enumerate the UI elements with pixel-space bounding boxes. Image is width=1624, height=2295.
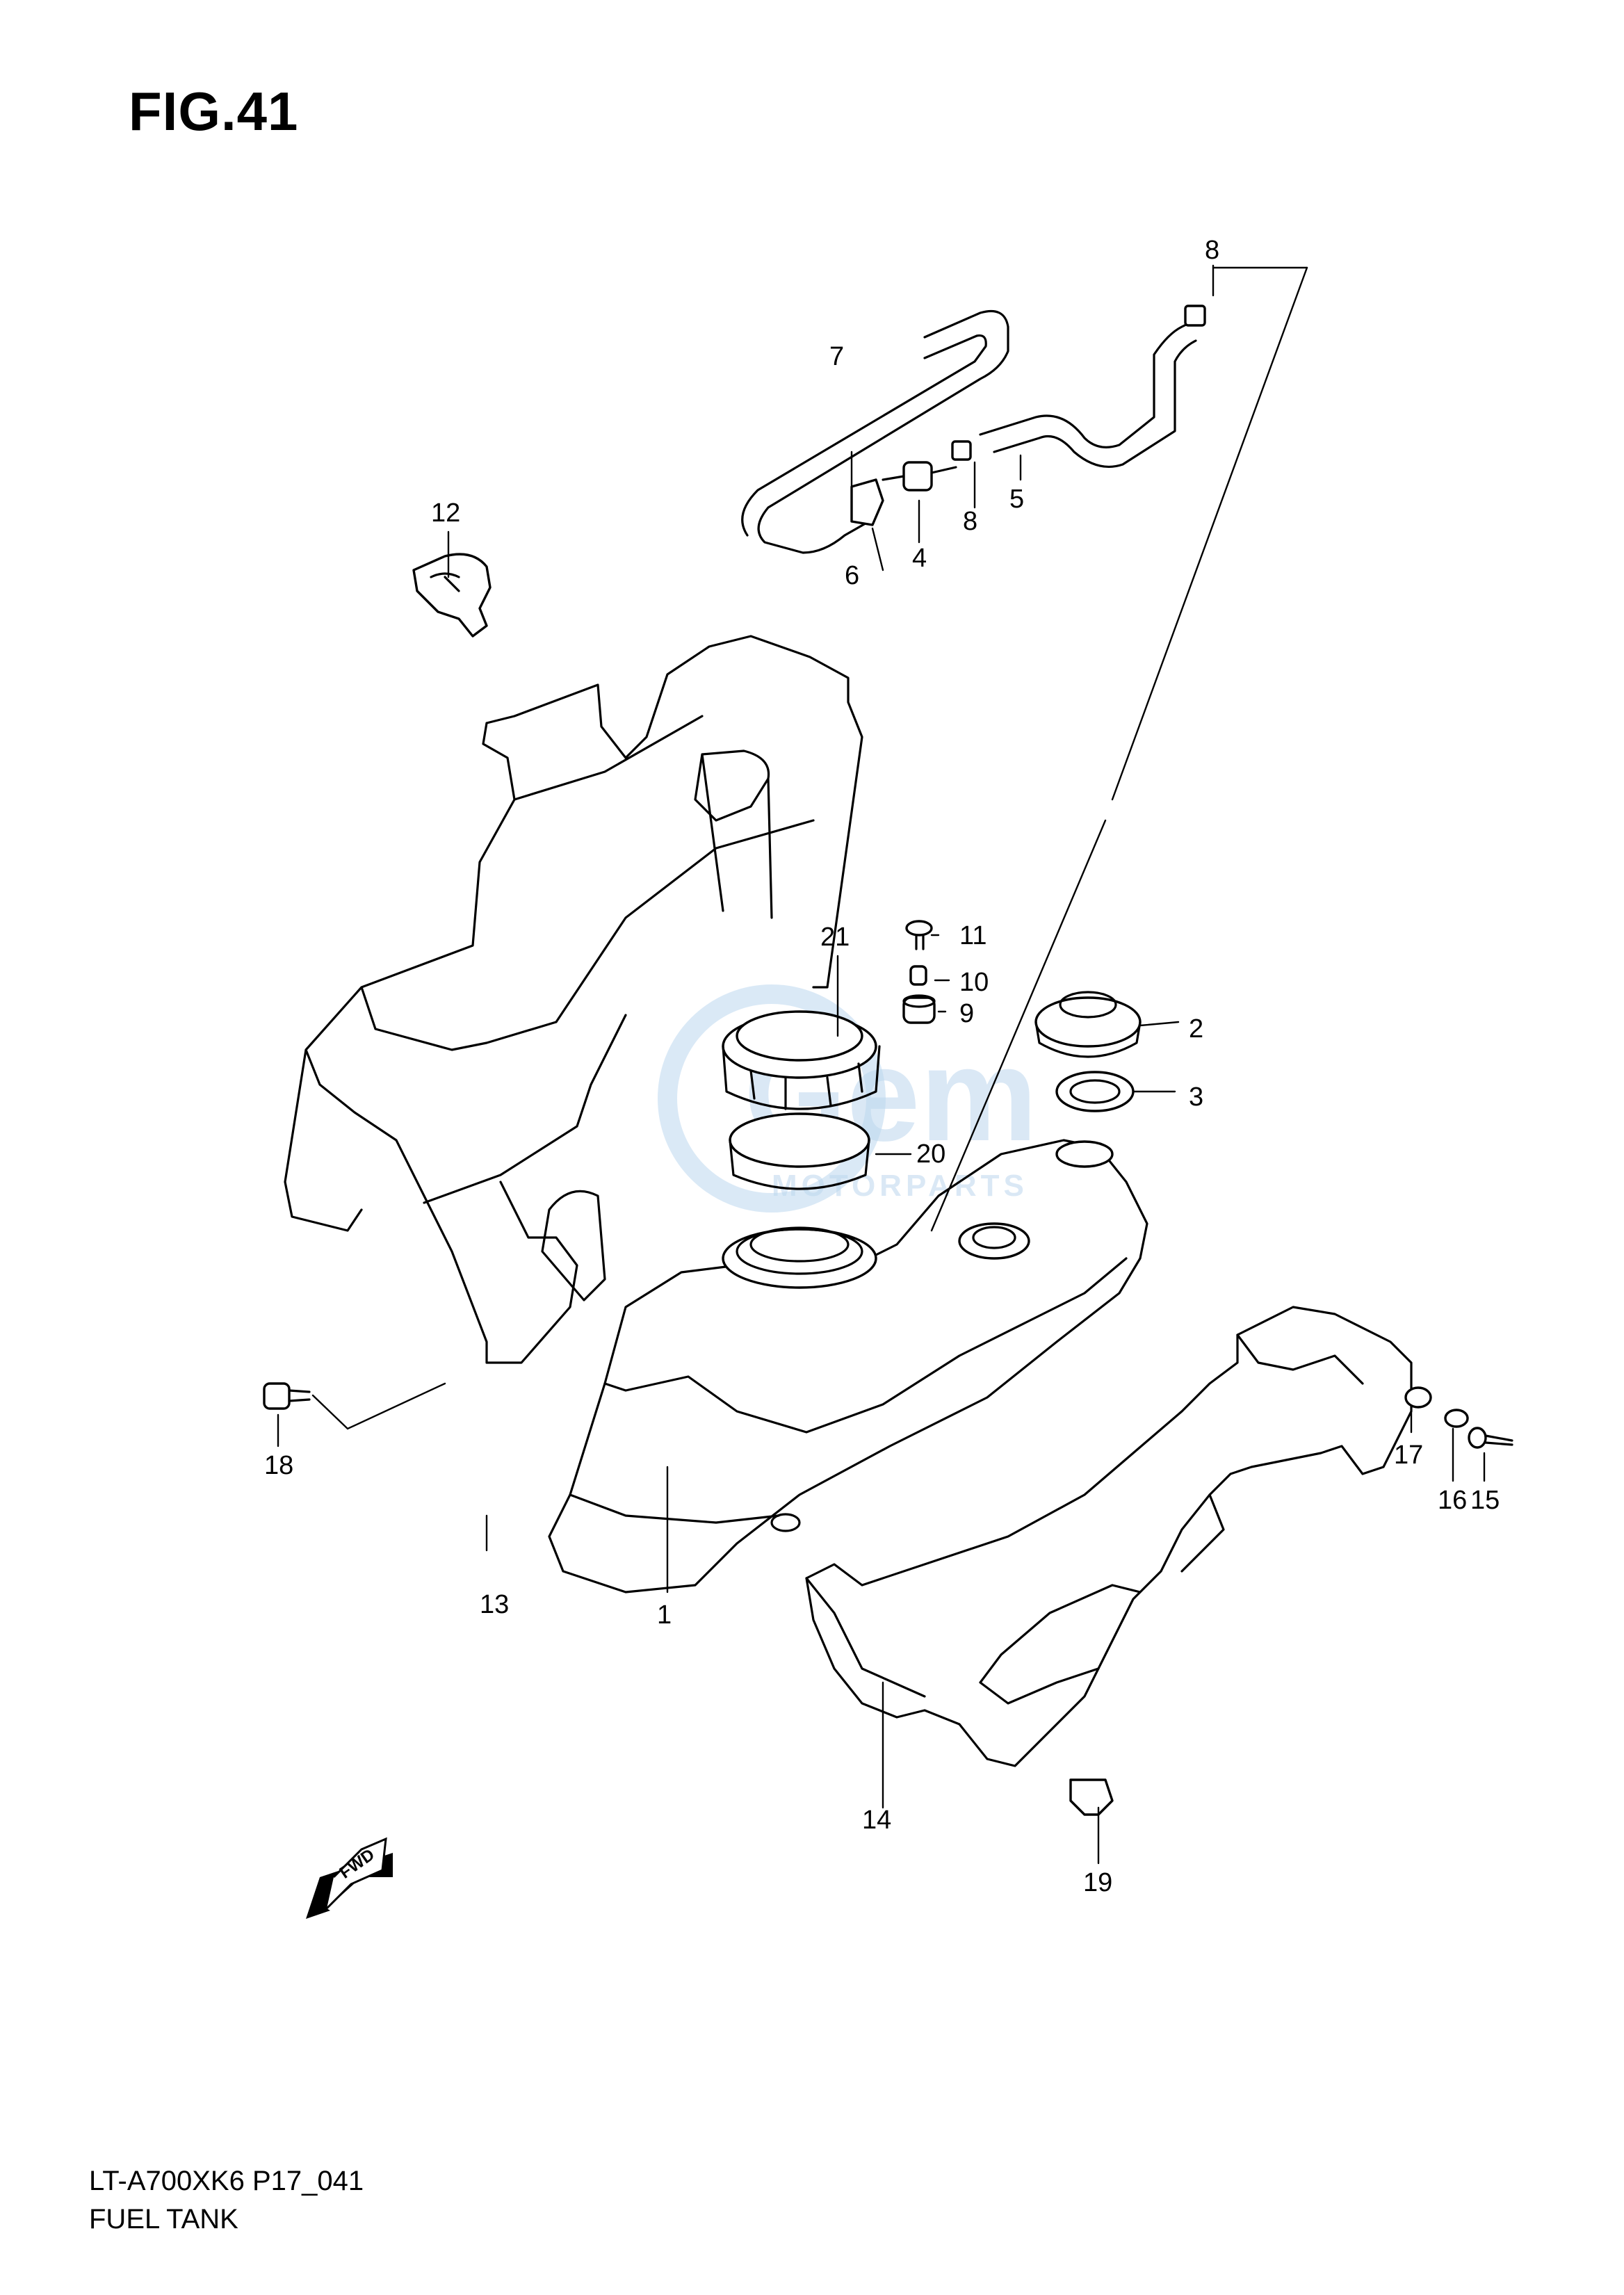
- part-13-left-cover: [284, 635, 863, 1364]
- part-16-washer: [1444, 1409, 1469, 1428]
- drawing-code: LT-A700XK6 P17_041: [89, 2166, 364, 2196]
- callout-17: 17: [1394, 1441, 1423, 1470]
- part-20-gasket: [729, 1112, 870, 1190]
- callout-15: 15: [1470, 1486, 1500, 1515]
- callout-10: 10: [959, 968, 989, 997]
- callout-18: 18: [264, 1451, 293, 1480]
- part-14-right-cover: [805, 1306, 1413, 1767]
- callout-3: 3: [1189, 1082, 1203, 1112]
- callout-20: 20: [916, 1140, 945, 1169]
- part-4-valve: [882, 461, 957, 492]
- callout-19: 19: [1083, 1868, 1112, 1897]
- part-2-fuel-cap: [1034, 991, 1142, 1058]
- callout-11: 11: [959, 921, 986, 950]
- part-18-bolt: [263, 1382, 446, 1430]
- callout-8-top: 8: [1205, 236, 1219, 265]
- watermark-sub: MOTORPARTS: [772, 1169, 1028, 1203]
- callout-14: 14: [862, 1806, 891, 1835]
- callout-13: 13: [480, 1590, 509, 1619]
- callout-9: 9: [959, 999, 974, 1028]
- callout-12: 12: [431, 498, 460, 528]
- part-3-cap-gasket: [1055, 1071, 1135, 1112]
- diagram-caption: FUEL TANK: [89, 2204, 238, 2235]
- part-15-screw: [1468, 1427, 1513, 1449]
- callout-2: 2: [1189, 1014, 1203, 1044]
- figure-title: FIG.41: [129, 81, 299, 142]
- part-17-collar: [1404, 1386, 1432, 1409]
- callout-4: 4: [912, 544, 927, 573]
- callout-leaders: [277, 264, 1486, 1865]
- part-21-pump-ring: [722, 1010, 881, 1110]
- part-8-clip-upper: [1184, 305, 1206, 327]
- callout-16: 16: [1438, 1486, 1467, 1515]
- fwd-arrow-icon: FWD: [306, 1837, 393, 1919]
- callout-1: 1: [657, 1600, 672, 1630]
- part-12-holder: [412, 553, 492, 638]
- part-5-hose: [979, 318, 1197, 468]
- callout-6: 6: [845, 561, 859, 590]
- part-9-cushion: [902, 994, 936, 1024]
- callout-5: 5: [1009, 485, 1024, 514]
- callout-8-bottom: 8: [963, 507, 977, 536]
- part-19-clip: [1069, 1778, 1114, 1816]
- part-7-breather-hose: [741, 309, 1009, 554]
- part-11-bolt: [905, 920, 933, 950]
- part-1-fuel-tank: [548, 1139, 1148, 1593]
- part-10-collar: [909, 965, 927, 986]
- part-6-clip: [850, 478, 884, 526]
- part-8-clip-lower: [951, 440, 972, 461]
- leader-8-tank: [930, 266, 1308, 1232]
- callout-21: 21: [820, 923, 850, 952]
- callout-7: 7: [829, 342, 844, 371]
